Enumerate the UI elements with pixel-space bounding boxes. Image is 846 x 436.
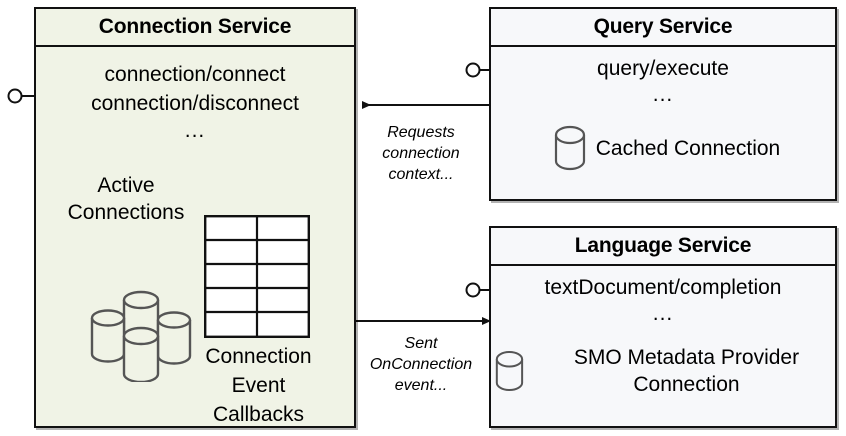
query-service-body: query/execute ... Cached Connection bbox=[491, 47, 835, 199]
edge-label-sent-onconnection-event: Sent OnConnection event... bbox=[369, 335, 473, 394]
smo-metadata-provider-resource: SMO Metadata Provider Connection bbox=[495, 344, 839, 398]
operation-connection-disconnect: connection/disconnect bbox=[91, 92, 299, 115]
operation-query-execute: query/execute bbox=[597, 57, 729, 80]
edge-label-requests-connection-context: Requests connection context... bbox=[382, 124, 460, 183]
database-cylinder-icon bbox=[495, 351, 524, 391]
query-service-operations: query/execute ... bbox=[491, 55, 835, 107]
operation-connection-connect: connection/connect bbox=[104, 63, 286, 86]
language-service-ellipsis: ... bbox=[652, 302, 674, 325]
language-service-title: Language Service bbox=[491, 228, 835, 266]
connection-service-component[interactable]: Connection Service connection/connect co… bbox=[34, 7, 356, 428]
connection-service-title: Connection Service bbox=[36, 9, 354, 47]
database-cluster-icon bbox=[90, 290, 192, 382]
cached-connection-label: Cached Connection bbox=[595, 136, 781, 160]
operation-textdocument-completion: textDocument/completion bbox=[544, 276, 782, 299]
query-service-ellipsis: ... bbox=[652, 83, 674, 106]
language-service-operations: textDocument/completion ... bbox=[491, 274, 835, 326]
smo-metadata-provider-label: SMO Metadata Provider Connection bbox=[573, 346, 800, 396]
connection-service-body: connection/connect connection/disconnect… bbox=[36, 47, 354, 426]
query-service-component[interactable]: Query Service query/execute ... Cached C… bbox=[489, 7, 837, 201]
language-service-component[interactable]: Language Service textDocument/completion… bbox=[489, 226, 837, 428]
connection-event-callbacks-label: Connection Event Callbacks bbox=[205, 345, 312, 426]
cached-connection-resource: Cached Connection bbox=[495, 125, 839, 171]
connection-service-operations: connection/connect connection/disconnect… bbox=[36, 60, 354, 144]
database-cylinder-icon bbox=[554, 125, 585, 171]
language-service-body: textDocument/completion ... SMO Metadata… bbox=[491, 266, 835, 426]
connection-service-ellipsis: ... bbox=[184, 119, 206, 142]
table-grid-icon bbox=[204, 215, 310, 338]
query-service-title: Query Service bbox=[491, 9, 835, 47]
active-connections-label: Active Connections bbox=[67, 174, 185, 224]
